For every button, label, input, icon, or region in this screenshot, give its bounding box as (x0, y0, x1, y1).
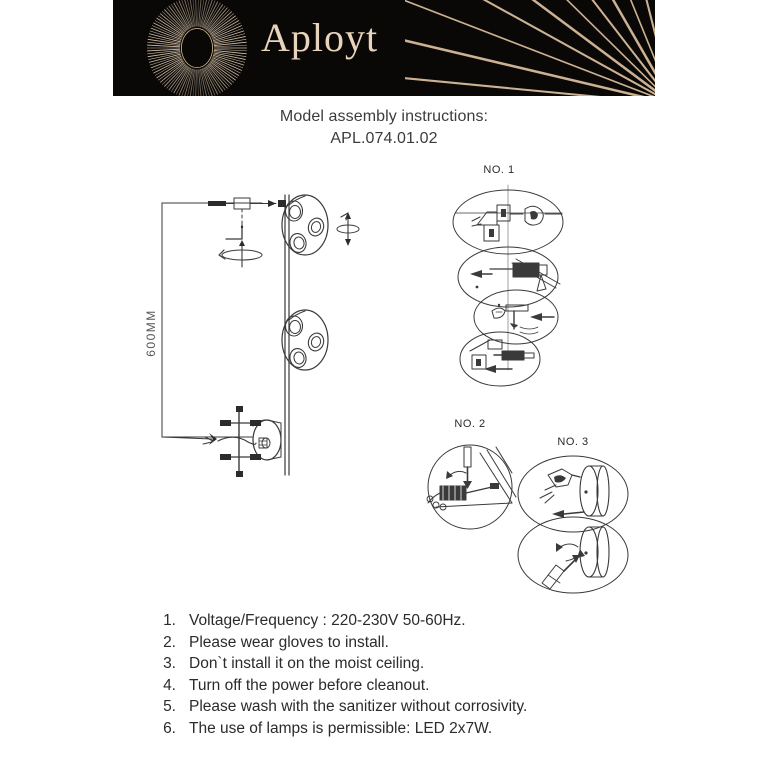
dimension-label-600mm: 600MM (144, 309, 158, 357)
instruction-note-text: Voltage/Frequency : 220-230V 50-60Hz. (189, 612, 466, 629)
step1-detail-bubble-2 (457, 246, 561, 308)
rotation-symbol-head (336, 212, 360, 246)
lamp-head-upper (281, 194, 329, 256)
instruction-note-item: 2. Please wear gloves to install. (150, 632, 710, 654)
base-mount-assembly (161, 406, 282, 477)
instruction-note-text: Turn off the power before cleanout. (189, 676, 430, 694)
upper-arm-assembly (208, 197, 286, 240)
step3-detail-bubble-2 (517, 516, 629, 594)
instruction-note-number: 3. (163, 655, 176, 672)
brand-header-banner: Aployt (113, 0, 655, 96)
step-label-no2: NO. 2 (454, 418, 485, 430)
step1-detail-bubble-4 (459, 331, 541, 387)
dimension-bracket-600mm (161, 202, 263, 438)
instruction-note-number: 1. (163, 612, 176, 629)
step-no3-illustrations (517, 455, 629, 594)
brand-wordmark: Aployt (261, 15, 379, 60)
step-no1-illustrations (452, 184, 564, 387)
step-no2-illustrations (426, 444, 517, 530)
instruction-note-item: 1. Voltage/Frequency : 220-230V 50-60Hz. (150, 610, 710, 632)
assembly-diagrams: 600MM (0, 155, 768, 600)
instruction-note-text: The use of lamps is permissible: LED 2x7… (189, 719, 493, 737)
instruction-notes-list: 1. Voltage/Frequency : 220-230V 50-60Hz. 2… (150, 610, 710, 739)
instruction-note-text: Don`t install it on the moist ceiling. (189, 655, 425, 672)
step-label-no3: NO. 3 (557, 436, 588, 448)
wall-plane (284, 194, 290, 476)
instruction-note-item: 3. Don`t install it on the moist ceiling. (150, 653, 710, 675)
page-title-model-number: APL.074.01.02 (330, 130, 438, 147)
instruction-note-item: 6. The use of lamps is permissible: LED 2… (150, 718, 710, 740)
step-label-no1: NO. 1 (483, 164, 514, 176)
step1-detail-bubble-1 (452, 189, 564, 255)
instruction-note-item: 5. Please wash with the sanitizer without… (150, 696, 710, 718)
step1-detail-bubble-3 (473, 289, 559, 345)
rotation-symbol-arm (218, 240, 263, 268)
instruction-note-text: Please wear gloves to install. (189, 633, 389, 651)
page-title: Model assembly instructions: APL.074.01.… (0, 106, 768, 150)
radial-rays-icon (405, 0, 655, 96)
lamp-head-lower (281, 309, 329, 371)
instruction-note-number: 4. (163, 676, 176, 694)
instruction-note-number: 5. (163, 698, 176, 715)
step3-detail-bubble-1 (517, 455, 629, 533)
product-elevation-drawing: 600MM (144, 194, 360, 477)
page-title-line-1: Model assembly instructions: (279, 108, 489, 125)
instruction-note-text: Please wash with the sanitizer without c… (189, 698, 528, 715)
sunburst-logo-icon (147, 0, 247, 96)
instruction-note-item: 4. Turn off the power before cleanout. (150, 675, 710, 697)
instruction-note-number: 6. (163, 719, 176, 737)
instruction-note-number: 2. (163, 633, 176, 651)
